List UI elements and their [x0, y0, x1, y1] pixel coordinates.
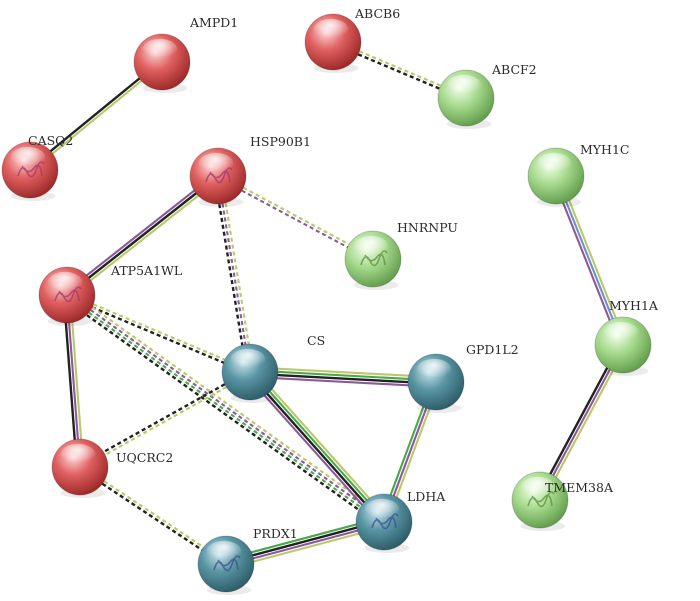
edge-uqcrc2-prdx1 — [78, 464, 228, 567]
edge-evidence-black — [65, 295, 250, 375]
edge-evidence-black — [28, 59, 162, 170]
edge-evidence-olive — [250, 366, 437, 379]
edge-evidence-black — [66, 175, 219, 296]
edge-evidence-black — [78, 467, 226, 567]
node-label: ABCF2 — [491, 62, 537, 77]
edge-evidence-olive — [30, 62, 164, 173]
edge-evidence-purple — [64, 172, 217, 294]
node-ldha[interactable]: LDHA — [355, 489, 446, 553]
node-label: CASQ2 — [28, 133, 73, 148]
node-label: LDHA — [407, 489, 446, 504]
node-label: PRDX1 — [253, 526, 298, 541]
edge-evidence-black — [63, 297, 382, 527]
edge-evidence-olive — [67, 292, 252, 372]
node-label: MYH1A — [609, 298, 659, 313]
node-hsp90b1[interactable]: HSP90B1 — [189, 134, 311, 207]
edge-evidence-olive — [69, 294, 85, 467]
edge-evidence-purple — [245, 374, 382, 526]
edge-evidence-purple — [65, 294, 82, 468]
node-label: ATP5A1WL — [110, 263, 182, 278]
node-label: GPD1L2 — [466, 342, 519, 357]
edge-evidence-olive — [80, 372, 252, 470]
edge-hsp90b1-hnrnpu — [216, 173, 375, 262]
edge-evidence-olive — [220, 175, 255, 372]
edge-evidence-purple — [539, 344, 624, 501]
edge-evidence-blue — [555, 175, 624, 346]
edge-evidence-purple — [552, 176, 621, 347]
edge-evidence-purple — [216, 175, 252, 373]
edge-evidence-olive — [252, 368, 389, 520]
edge-hsp90b1-atp5a1wl — [64, 172, 221, 299]
edge-evidence-black — [536, 342, 622, 500]
edge-evidence-purple — [249, 375, 436, 388]
node-label: AMPD1 — [189, 15, 238, 30]
node-cs[interactable]: CS — [221, 333, 325, 403]
edge-evidence-black — [62, 295, 78, 468]
node-myh1c[interactable]: MYH1C — [527, 142, 629, 207]
edge-evidence-black — [249, 372, 436, 385]
edge-atp5a1wl-cs — [65, 292, 252, 375]
edge-evidence-green — [250, 369, 437, 382]
node-tmem38a[interactable]: TMEM38A — [511, 471, 614, 531]
node-casq2[interactable]: CASQ2 — [1, 133, 73, 201]
edge-evidence-olive — [69, 290, 388, 519]
edge-myh1c-myh1a — [552, 174, 627, 347]
edge-cs-ldha — [245, 368, 389, 526]
edges-layer — [28, 39, 627, 570]
node-prdx1[interactable]: PRDX1 — [197, 526, 298, 595]
edge-evidence-purple — [67, 292, 386, 522]
edge-evidence-olive — [218, 173, 375, 259]
edge-evidence-green — [65, 295, 384, 525]
edge-evidence-olive — [541, 346, 627, 502]
edge-hsp90b1-cs — [213, 175, 255, 373]
node-label: TMEM38A — [545, 480, 614, 495]
edge-myh1a-tmem38a — [536, 342, 627, 502]
node-label: UQCRC2 — [116, 450, 173, 465]
node-label: HNRNPU — [397, 220, 458, 235]
edge-evidence-green — [250, 370, 386, 522]
node-abcf2[interactable]: ABCF2 — [437, 62, 537, 129]
edge-evidence-olive — [80, 464, 228, 564]
node-label: MYH1C — [580, 142, 629, 157]
node-uqcrc2[interactable]: UQCRC2 — [51, 438, 173, 498]
node-label: CS — [307, 333, 325, 348]
node-abcb6[interactable]: ABCB6 — [304, 6, 400, 73]
edge-cs-gpd1l2 — [249, 366, 437, 388]
edge-atp5a1wl-ldha — [63, 290, 388, 527]
node-ampd1[interactable]: AMPD1 — [133, 15, 238, 93]
node-myh1a[interactable]: MYH1A — [594, 298, 659, 376]
edge-evidence-purple — [216, 176, 373, 262]
edge-cs-uqcrc2 — [78, 369, 252, 470]
node-label: HSP90B1 — [250, 134, 311, 149]
edge-evidence-black — [247, 372, 384, 524]
edge-atp5a1wl-uqcrc2 — [62, 294, 85, 468]
node-label: ABCB6 — [354, 6, 400, 21]
edge-evidence-black — [78, 369, 250, 467]
node-atp5a1wl[interactable]: ATP5A1WL — [38, 263, 182, 326]
node-gpd1l2[interactable]: GPD1L2 — [407, 342, 519, 413]
edge-evidence-olive — [558, 174, 627, 345]
edge-ampd1-casq2 — [28, 59, 164, 173]
node-hnrnpu[interactable]: HNRNPU — [344, 220, 458, 290]
edge-evidence-black — [213, 176, 248, 373]
edge-evidence-olive — [68, 177, 221, 299]
